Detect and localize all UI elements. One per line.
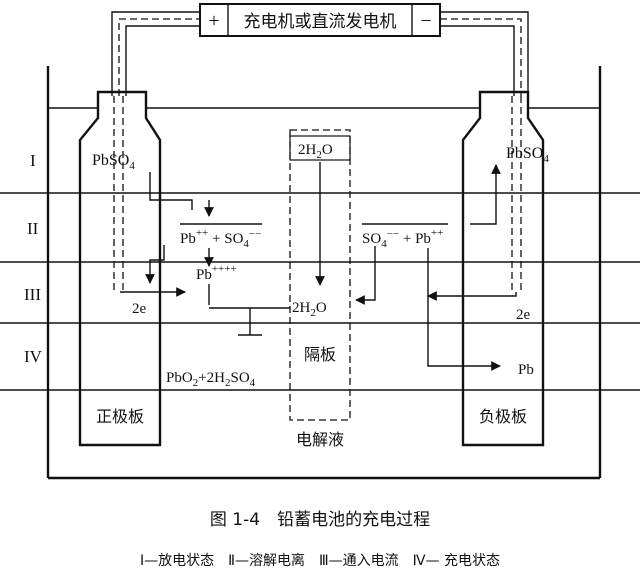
electrons-right: 2e (516, 307, 531, 323)
source-label: 充电机或直流发电机 (244, 12, 397, 32)
positive-side-species: PbSO4 Pb++ + SO4−− Pb++++ 2e PbO2+2H2SO4… (92, 152, 261, 426)
level-label-1: I (30, 151, 36, 170)
positive-side-arrows (120, 172, 290, 336)
ions-right: SO4−− + Pb++ (362, 227, 443, 250)
negative-plate (461, 90, 545, 447)
water-mid: 2H2O (292, 300, 327, 319)
pbo2-product: PbO2+2H2SO4 (166, 370, 256, 389)
positive-plate (78, 90, 162, 447)
middle-species: 2H2O 2H2O 隔板 电解液 (289, 135, 351, 449)
level-label-2: II (27, 219, 39, 238)
minus-terminal: − (420, 10, 431, 32)
figure-legend: Ⅰ—放电状态 Ⅱ—溶解电离 Ⅲ—通入电流 Ⅳ— 充电状态 (140, 552, 500, 569)
external-wires (111, 11, 529, 96)
level-labels: I II III IV (24, 151, 43, 366)
negative-side-species: PbSO4 SO4−− + Pb++ 2e Pb 负极板 (362, 145, 549, 426)
separator (289, 129, 351, 421)
level-label-4: IV (24, 347, 43, 366)
negative-side-arrows (355, 164, 517, 371)
battery-tank (46, 66, 602, 480)
plus-terminal: + (208, 10, 219, 32)
pbso4-left: PbSO4 (92, 152, 135, 172)
water-top: 2H2O (298, 142, 333, 161)
negative-plate-label: 负极板 (479, 407, 527, 426)
electrons-left: 2e (132, 301, 147, 317)
ions-left: Pb++ + SO4−− (180, 227, 261, 250)
level-label-3: III (24, 285, 41, 304)
dc-source: + − 充电机或直流发电机 (199, 3, 441, 37)
pb4-ion: Pb++++ (196, 263, 237, 283)
positive-plate-label: 正极板 (96, 407, 144, 426)
separator-label: 隔板 (304, 345, 336, 364)
figure-title: 图 1-4 铅蓄电池的充电过程 (210, 510, 430, 530)
electrolyte-label: 电解液 (296, 430, 344, 449)
pb-product: Pb (518, 362, 534, 378)
pbso4-right: PbSO4 (506, 145, 549, 165)
caption: 图 1-4 铅蓄电池的充电过程 Ⅰ—放电状态 Ⅱ—溶解电离 Ⅲ—通入电流 Ⅳ— … (140, 510, 500, 569)
